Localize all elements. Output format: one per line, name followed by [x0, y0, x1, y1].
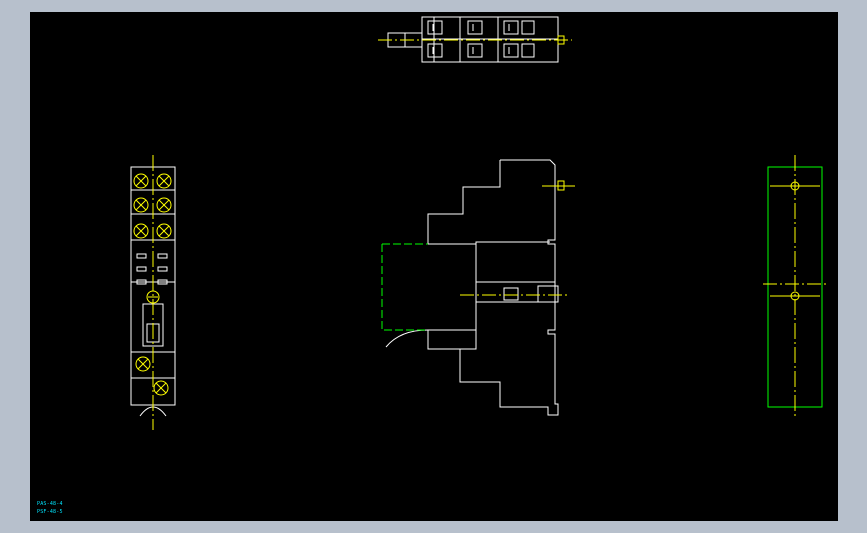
rear-view-holes — [763, 155, 828, 419]
annotation-text: PSF-48-5 — [37, 509, 63, 515]
top-view-centerline — [378, 35, 572, 45]
cad-drawing-viewport[interactable]: PAS-48-4 PSF-48-5 — [30, 12, 838, 521]
top-view — [387, 16, 559, 63]
front-view-screws — [133, 155, 172, 430]
side-view-hidden — [381, 243, 428, 331]
side-view — [385, 159, 559, 416]
annotation-text: PAS-48-4 — [37, 501, 63, 507]
side-view-centerlines — [460, 180, 575, 296]
cad-drawing-svg — [130, 16, 828, 430]
